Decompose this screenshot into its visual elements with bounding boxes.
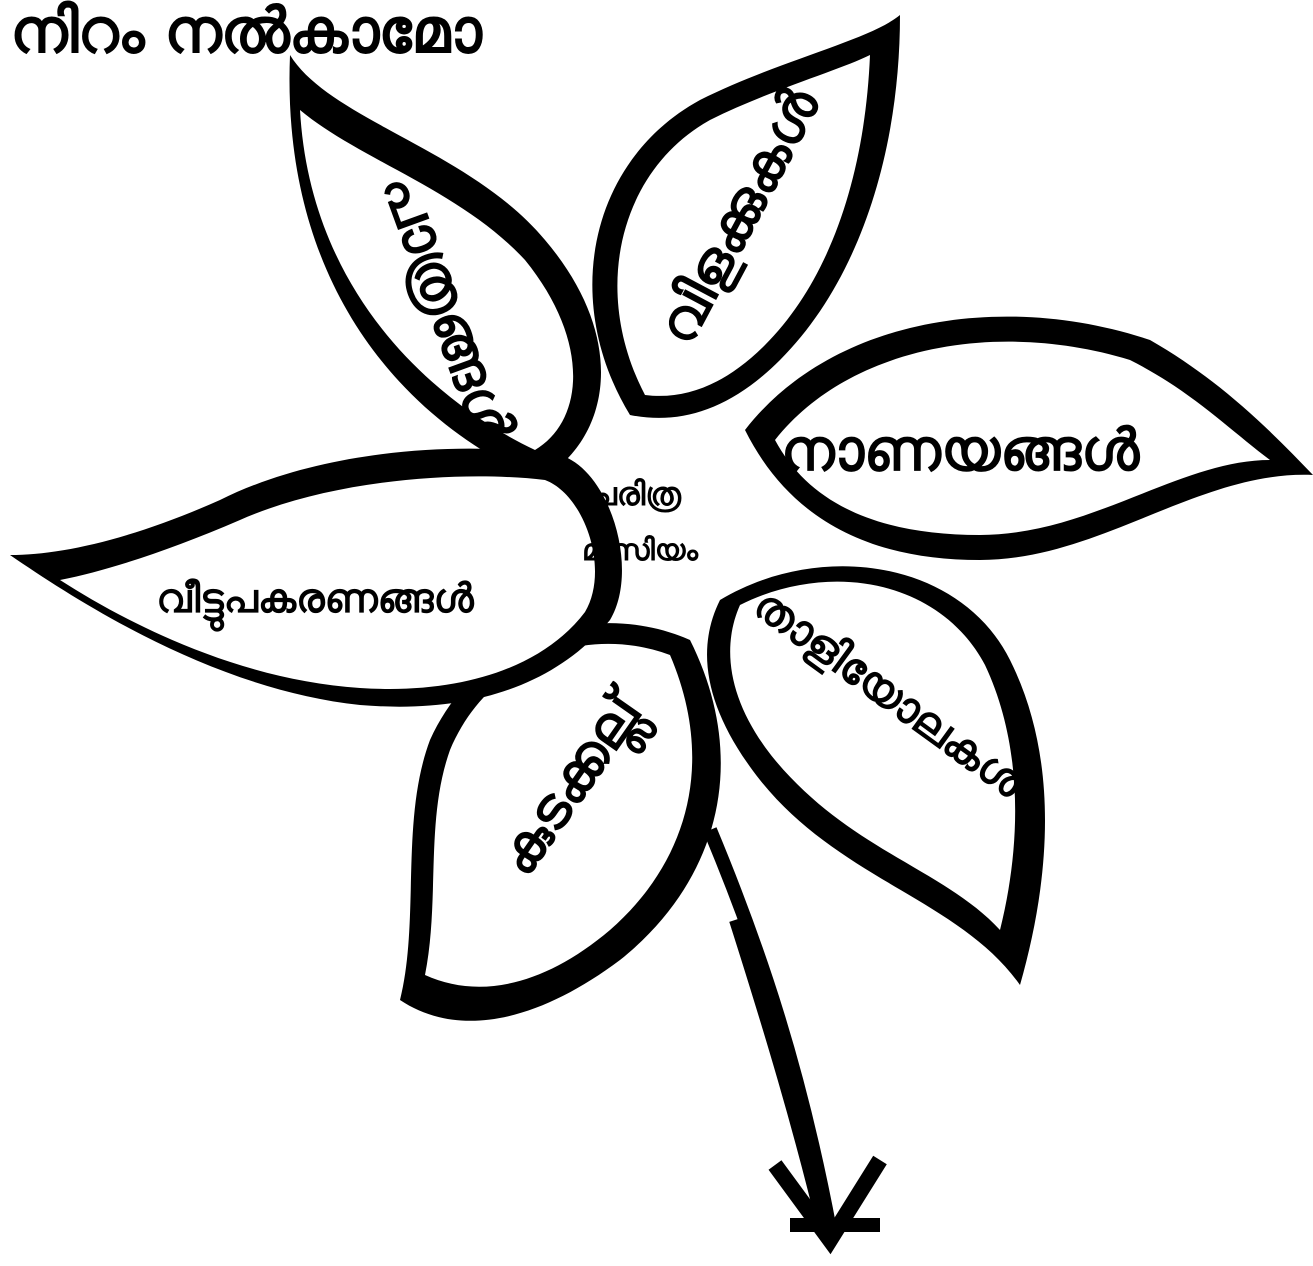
center-label-line1: ചരിത്ര: [589, 475, 682, 513]
petal-pathrangal: [289, 55, 601, 480]
petal-kudakkallu: [400, 623, 721, 1021]
petal-veettupakaranangal: [10, 448, 622, 707]
petal-nanayangal: [745, 316, 1313, 560]
petal-label-nanayangal: നാണയങ്ങൾ: [781, 416, 1141, 484]
stem: [703, 827, 887, 1255]
petal-thaliyolakal: [707, 566, 1045, 985]
petal-vilakkukal: [592, 15, 900, 418]
page-title: നിറം നൽകാമോ: [10, 0, 482, 67]
